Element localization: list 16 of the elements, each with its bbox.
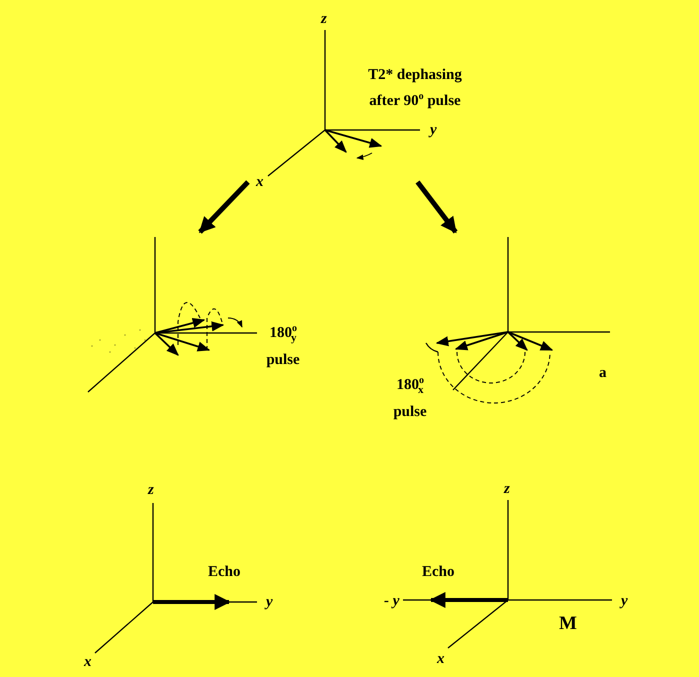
axis-label: - y [384,594,400,609]
text-label: Echo [208,565,241,580]
axis-label: y [266,595,273,610]
arrow [198,180,250,234]
axis-label: y [430,123,437,138]
axis-label: z [321,12,327,27]
text-label: Echo [422,565,455,580]
axis-label: x [84,655,92,670]
axis-label: z [148,483,154,498]
axis-label: y [621,594,628,609]
arrow [416,180,458,234]
axis-label: x [437,652,444,667]
axis-label: x [256,175,264,190]
axis-label: z [504,482,510,497]
text-label: a [599,366,606,381]
text-label: M [559,614,577,633]
